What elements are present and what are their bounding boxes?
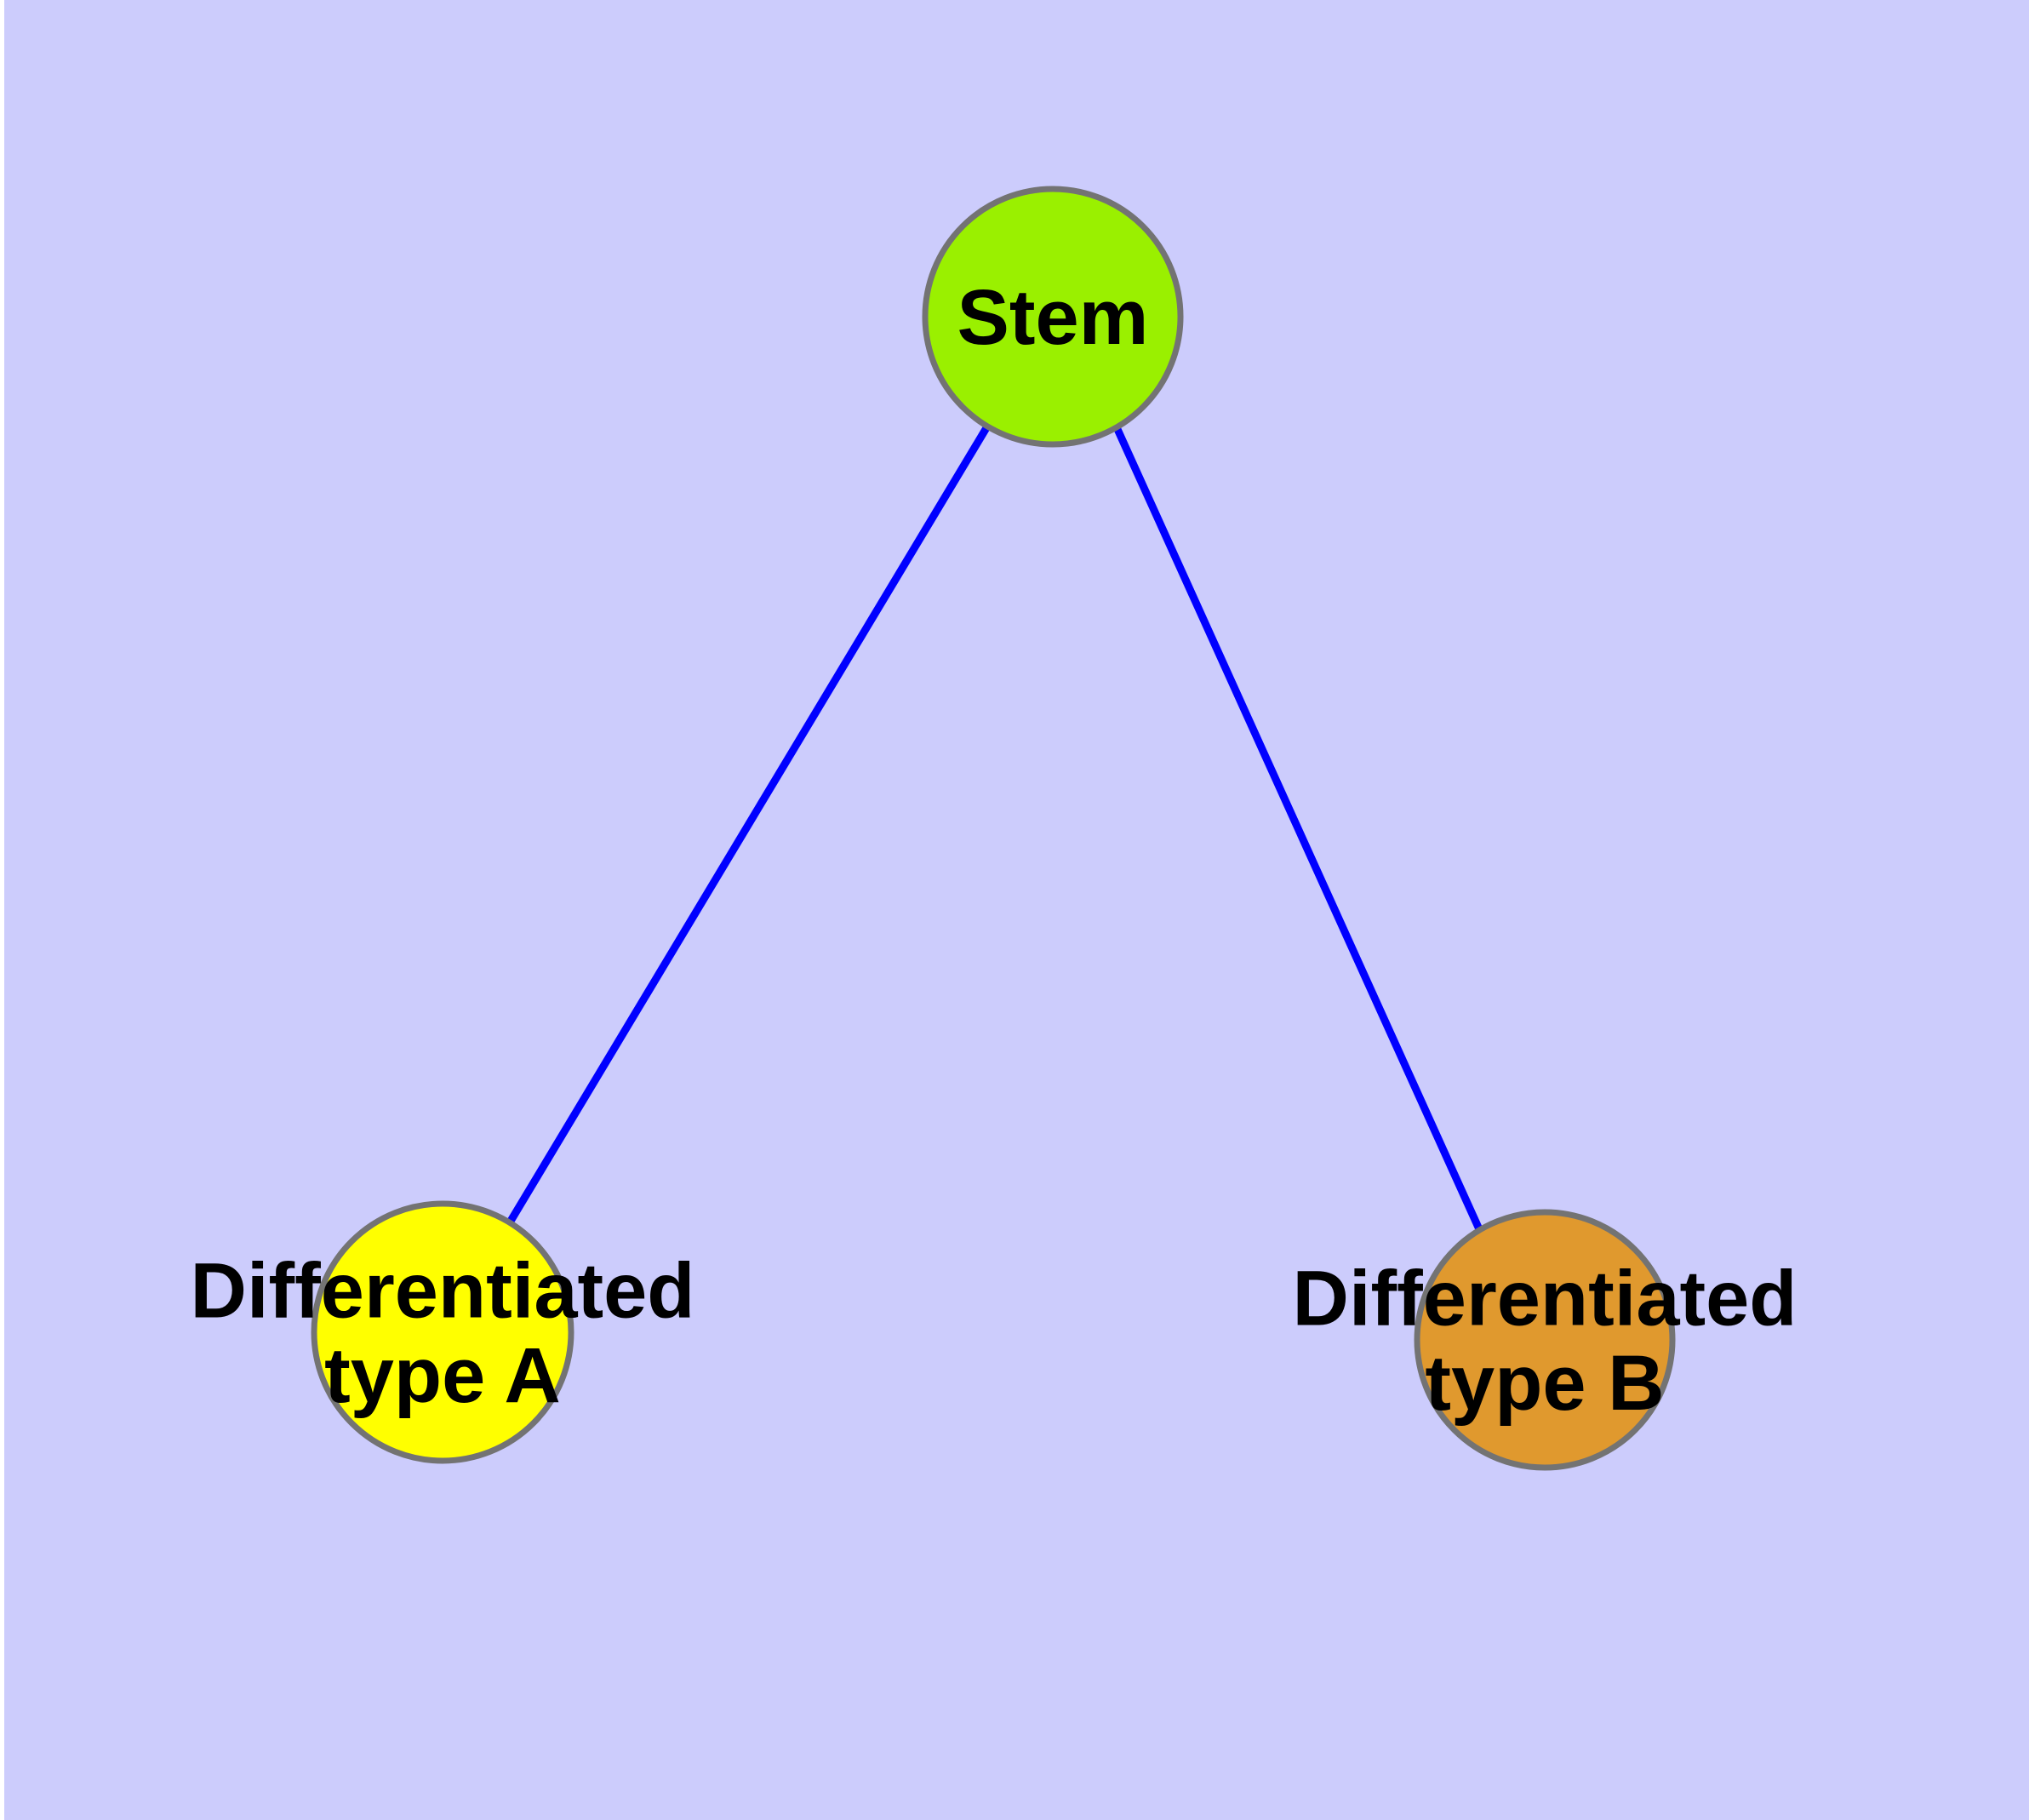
- edges-layer: [506, 424, 1483, 1231]
- graph-node-diff-b[interactable]: [1414, 1209, 1676, 1471]
- graph-node-label-line: Differentiated: [1293, 1256, 1798, 1342]
- graph-node-label-line: Differentiated: [191, 1248, 695, 1335]
- graph-edge[interactable]: [506, 424, 991, 1225]
- graph-node-stem[interactable]: [922, 186, 1184, 448]
- nodes-layer: [311, 186, 1676, 1471]
- graph-edge[interactable]: [1112, 426, 1483, 1231]
- graph-node-label-line: type A: [324, 1332, 561, 1419]
- graph-node-label-stem: Stem: [957, 274, 1149, 361]
- graph-node-label-line: type B: [1425, 1340, 1664, 1427]
- graph-node-label-line: Stem: [957, 274, 1149, 361]
- graph-node-diff-a[interactable]: [311, 1200, 574, 1464]
